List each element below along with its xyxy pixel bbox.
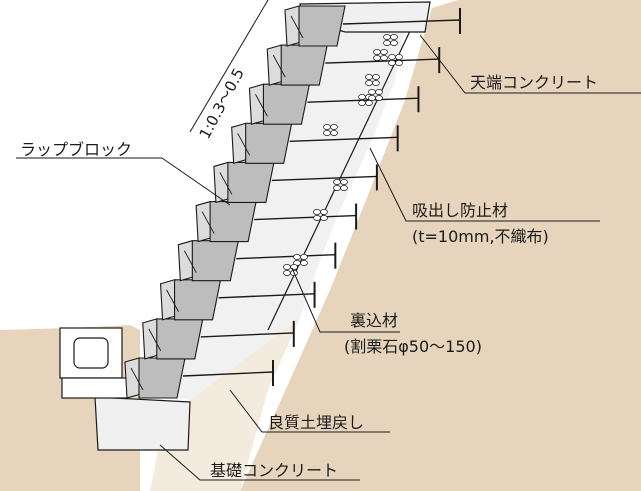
stone <box>340 185 348 191</box>
wrap-block <box>231 122 293 165</box>
anchor-rod <box>271 175 377 182</box>
drain-filter-spec-label: (t=10mm,不織布) <box>412 227 549 246</box>
stone <box>368 95 376 101</box>
stone <box>283 264 291 270</box>
stone <box>358 94 366 100</box>
wrap-block <box>284 5 346 47</box>
stone <box>300 260 308 266</box>
foundation-label: 基礎コンクリート <box>210 461 338 480</box>
stone <box>320 215 328 221</box>
anchor-rod <box>254 214 357 221</box>
drain-channel <box>59 327 129 399</box>
stone <box>383 40 391 46</box>
stone <box>375 89 383 95</box>
crushed-stones <box>283 34 403 276</box>
stone <box>365 100 373 106</box>
anchor-rods <box>182 8 461 386</box>
stone <box>395 54 403 60</box>
wrap-block-label: ラップブロック <box>20 140 132 159</box>
anchor-rod <box>182 371 274 377</box>
anchor-rod <box>342 19 461 25</box>
leader-lines <box>16 34 641 481</box>
stone <box>395 60 403 66</box>
anchor-rod <box>218 293 315 299</box>
stone <box>333 179 341 185</box>
anchor-rod <box>289 136 398 143</box>
stone <box>313 215 321 221</box>
stone <box>290 264 298 270</box>
stone <box>365 80 373 86</box>
stone <box>320 209 328 215</box>
slope-indicator-line <box>189 0 269 133</box>
wrap-block <box>195 200 257 243</box>
wrap-block <box>213 161 275 204</box>
wrap-block <box>142 318 204 360</box>
stone <box>293 254 301 260</box>
stone <box>373 49 381 55</box>
natural-ground-right <box>240 0 641 491</box>
anchor-rod <box>236 253 336 260</box>
anchor-rod <box>325 58 440 64</box>
stone <box>388 54 396 60</box>
stone <box>330 130 338 136</box>
stone <box>380 55 388 61</box>
drain-filter-label: 吸出し防止材 <box>412 201 508 220</box>
wrap-block <box>177 240 240 282</box>
stone <box>372 74 380 80</box>
wrap-block <box>159 279 222 321</box>
backing-material-spec-label: (割栗石φ50～150) <box>344 337 482 356</box>
stone <box>358 100 366 106</box>
stone <box>330 124 338 130</box>
stone <box>380 49 388 55</box>
wrap-block <box>124 357 186 399</box>
stone <box>375 95 383 101</box>
stone <box>368 89 376 95</box>
wrap-block <box>248 83 311 125</box>
stone <box>300 254 308 260</box>
stone <box>333 185 341 191</box>
stone <box>373 55 381 61</box>
backing-material-label: 裏込材 <box>350 311 398 330</box>
stone <box>323 130 331 136</box>
stone <box>372 80 380 86</box>
wrap-block <box>266 44 328 86</box>
stone <box>383 34 391 40</box>
backfill-label: 良質土埋戻し <box>268 413 364 432</box>
stone <box>313 209 321 215</box>
stone <box>390 34 398 40</box>
stone <box>323 124 331 130</box>
stone <box>283 270 291 276</box>
foundation-concrete <box>94 396 191 451</box>
top-concrete-label: 天端コンクリート <box>470 73 598 92</box>
wrap-block-column <box>124 5 346 399</box>
anchor-rod <box>200 332 294 338</box>
stone <box>365 74 373 80</box>
stone <box>388 60 396 66</box>
stone <box>340 179 348 185</box>
stone <box>390 40 398 46</box>
